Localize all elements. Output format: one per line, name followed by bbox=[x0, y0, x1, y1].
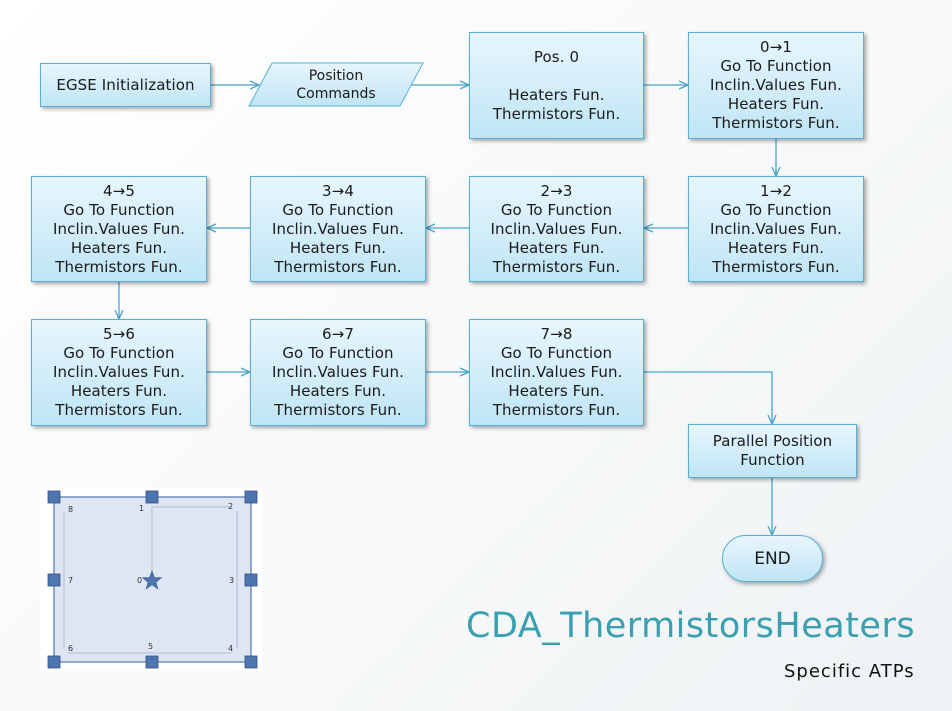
heaters-line: Heaters Fun. bbox=[508, 238, 605, 257]
handle-square bbox=[47, 655, 61, 669]
transition-label: 6→7 bbox=[322, 325, 354, 343]
position-map-panel: 0 1 2 3 4 5 6 7 8 bbox=[40, 488, 262, 671]
inclin-values-line: Inclin.Values Fun. bbox=[53, 219, 185, 238]
parallel-line1: Parallel Position bbox=[712, 432, 833, 450]
inclin-values-line: Inclin.Values Fun. bbox=[490, 363, 623, 381]
inclin-values-line: Inclin.Values Fun. bbox=[272, 363, 404, 381]
position-label-5: 5 bbox=[148, 642, 153, 651]
parallel-line2: Function bbox=[740, 451, 805, 469]
inclin-values-line: Inclin.Values Fun. bbox=[53, 363, 185, 381]
handle-square bbox=[244, 573, 258, 587]
path-1-2 bbox=[151, 506, 232, 515]
transition-label: 1→2 bbox=[760, 181, 792, 200]
diagram-title: CDA_ThermistorsHeaters bbox=[466, 606, 916, 646]
handle-square bbox=[145, 490, 159, 504]
heaters-line: Heaters Fun. bbox=[727, 95, 825, 113]
pos0-title: Pos. 0 bbox=[533, 47, 580, 66]
position-label-8: 8 bbox=[68, 505, 73, 514]
transition-1-2-box: 1→2 Go To Function Inclin.Values Fun. He… bbox=[688, 176, 864, 282]
goto-function-line: Go To Function bbox=[282, 200, 394, 219]
parallel-position-function-box: Parallel Position Function bbox=[688, 424, 857, 478]
egse-initialization-box: EGSE Initialization bbox=[40, 63, 211, 107]
goto-function-line: Go To Function bbox=[63, 344, 175, 362]
handle-square bbox=[244, 490, 258, 504]
transition-4-5-box: 4→5 Go To Function Inclin.Values Fun. He… bbox=[31, 176, 207, 282]
goto-function-line: Go To Function bbox=[720, 57, 832, 75]
handle-square bbox=[145, 655, 159, 669]
pos0-box: Pos. 0 Heaters Fun. Thermistors Fun. bbox=[469, 32, 644, 139]
handle-square bbox=[244, 655, 258, 669]
goto-function-line: Go To Function bbox=[500, 344, 613, 362]
thermistors-line: Thermistors Fun. bbox=[55, 257, 183, 276]
thermistors-line: Thermistors Fun. bbox=[55, 401, 183, 419]
goto-function-line: Go To Function bbox=[63, 200, 175, 219]
transition-label: 0→1 bbox=[760, 38, 792, 56]
position-commands-line1: Position bbox=[308, 67, 364, 84]
end-terminator: END bbox=[722, 535, 823, 582]
thermistors-line: Thermistors Fun. bbox=[712, 257, 840, 276]
position-label-2: 2 bbox=[228, 502, 233, 511]
transition-3-4-box: 3→4 Go To Function Inclin.Values Fun. He… bbox=[250, 176, 426, 282]
diagram-subtitle: Specific ATPs bbox=[784, 661, 915, 682]
position-commands-line2: Commands bbox=[296, 85, 376, 102]
inclin-values-line: Inclin.Values Fun. bbox=[710, 76, 842, 94]
transition-6-7-box: 6→7 Go To Function Inclin.Values Fun. He… bbox=[250, 319, 426, 426]
star-icon bbox=[141, 570, 163, 590]
thermistors-line: Thermistors Fun. bbox=[274, 401, 402, 419]
pos0-line-heaters: Heaters Fun. bbox=[508, 85, 605, 104]
position-label-1: 1 bbox=[139, 504, 144, 513]
connector-78-to-parallel bbox=[644, 371, 772, 424]
thermistors-line: Thermistors Fun. bbox=[492, 401, 621, 419]
handle-square bbox=[47, 573, 61, 587]
heaters-line: Heaters Fun. bbox=[508, 382, 605, 400]
position-label-0: 0 bbox=[137, 576, 142, 585]
transition-label: 4→5 bbox=[103, 181, 135, 200]
position-label-3: 3 bbox=[229, 576, 234, 585]
thermistors-line: Thermistors Fun. bbox=[712, 114, 840, 132]
transition-0-1-box: 0→1 Go To Function Inclin.Values Fun. He… bbox=[688, 32, 864, 139]
transition-label: 7→8 bbox=[540, 325, 573, 343]
parallelogram-shape bbox=[248, 62, 424, 107]
position-label-6: 6 bbox=[68, 644, 73, 653]
position-label-4: 4 bbox=[228, 644, 233, 653]
inclin-values-line: Inclin.Values Fun. bbox=[490, 219, 623, 238]
transition-label: 2→3 bbox=[540, 181, 573, 200]
inclin-values-line: Inclin.Values Fun. bbox=[710, 219, 842, 238]
heaters-line: Heaters Fun. bbox=[70, 382, 168, 400]
heaters-line: Heaters Fun. bbox=[289, 238, 387, 257]
transition-label: 3→4 bbox=[322, 181, 354, 200]
end-label: END bbox=[754, 548, 791, 569]
heaters-line: Heaters Fun. bbox=[289, 382, 387, 400]
position-label-7: 7 bbox=[68, 576, 73, 585]
pos0-line-thermistors: Thermistors Fun. bbox=[492, 104, 621, 123]
thermistors-line: Thermistors Fun. bbox=[274, 257, 402, 276]
transition-7-8-box: 7→8 Go To Function Inclin.Values Fun. He… bbox=[469, 319, 644, 426]
inclin-values-line: Inclin.Values Fun. bbox=[272, 219, 404, 238]
heaters-line: Heaters Fun. bbox=[727, 238, 825, 257]
transition-2-3-box: 2→3 Go To Function Inclin.Values Fun. He… bbox=[469, 176, 644, 282]
transition-5-6-box: 5→6 Go To Function Inclin.Values Fun. He… bbox=[31, 319, 207, 426]
position-map-diagram: 0 1 2 3 4 5 6 7 8 bbox=[47, 490, 258, 669]
thermistors-line: Thermistors Fun. bbox=[492, 257, 621, 276]
goto-function-line: Go To Function bbox=[720, 200, 832, 219]
egse-label: EGSE Initialization bbox=[56, 75, 195, 94]
heaters-line: Heaters Fun. bbox=[70, 238, 168, 257]
handle-square bbox=[47, 490, 61, 504]
goto-function-line: Go To Function bbox=[500, 200, 613, 219]
transition-label: 5→6 bbox=[103, 325, 135, 343]
position-commands-shape: Position Commands bbox=[248, 62, 424, 107]
goto-function-line: Go To Function bbox=[282, 344, 394, 362]
